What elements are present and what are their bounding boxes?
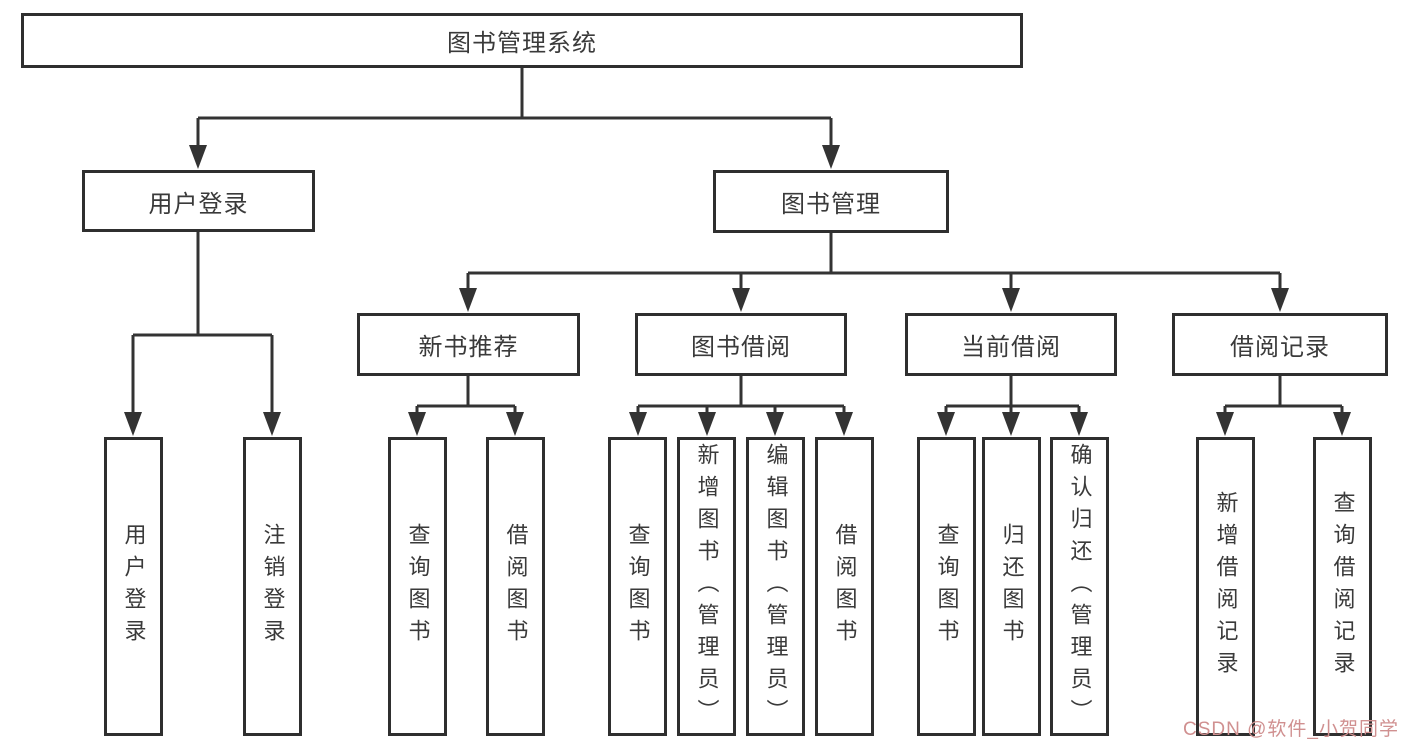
- leaf-current-confirm-return-admin-label: 确认归还（管理员）: [1067, 442, 1093, 731]
- leaf-current-return-books-label: 归还图书: [999, 522, 1025, 651]
- leaf-current-return-books: 归还图书: [982, 437, 1041, 736]
- leaf-recommend-query-books-label: 查询图书: [405, 522, 431, 651]
- node-borrowing-records-label: 借阅记录: [1230, 334, 1330, 361]
- node-user-login: 用户登录: [82, 170, 315, 232]
- node-root: 图书管理系统: [21, 13, 1023, 68]
- leaf-borrowing-borrow-books: 借阅图书: [815, 437, 874, 736]
- arrowheads: [124, 145, 1351, 436]
- leaf-recommend-borrow-books-label: 借阅图书: [503, 522, 529, 651]
- leaf-records-query-record: 查询借阅记录: [1313, 437, 1372, 736]
- node-root-label: 图书管理系统: [447, 30, 597, 57]
- node-book-management-label: 图书管理: [781, 191, 881, 218]
- node-current-borrowing: 当前借阅: [905, 313, 1117, 376]
- node-book-borrowing-label: 图书借阅: [691, 334, 791, 361]
- leaf-records-query-record-label: 查询借阅记录: [1330, 490, 1356, 683]
- leaf-user-login-label: 用户登录: [121, 522, 147, 651]
- leaf-borrowing-add-books-admin-label: 新增图书（管理员）: [694, 442, 720, 731]
- leaf-borrowing-edit-books-admin-label: 编辑图书（管理员）: [763, 442, 789, 731]
- leaf-borrowing-borrow-books-label: 借阅图书: [832, 522, 858, 651]
- leaf-current-query-books: 查询图书: [917, 437, 976, 736]
- node-borrowing-records: 借阅记录: [1172, 313, 1388, 376]
- leaf-recommend-borrow-books: 借阅图书: [486, 437, 545, 736]
- leaf-logout: 注销登录: [243, 437, 302, 736]
- leaf-recommend-query-books: 查询图书: [388, 437, 447, 736]
- leaf-user-login: 用户登录: [104, 437, 163, 736]
- leaf-records-add-record-label: 新增借阅记录: [1213, 490, 1239, 683]
- leaf-borrowing-edit-books-admin: 编辑图书（管理员）: [746, 437, 805, 736]
- leaf-borrowing-add-books-admin: 新增图书（管理员）: [677, 437, 736, 736]
- leaf-current-query-books-label: 查询图书: [934, 522, 960, 651]
- leaf-borrowing-query-books: 查询图书: [608, 437, 667, 736]
- node-new-book-recommend-label: 新书推荐: [418, 334, 519, 361]
- leaf-records-add-record: 新增借阅记录: [1196, 437, 1255, 736]
- node-current-borrowing-label: 当前借阅: [961, 334, 1061, 361]
- leaf-logout-label: 注销登录: [260, 522, 286, 651]
- leaf-current-confirm-return-admin: 确认归还（管理员）: [1050, 437, 1109, 736]
- node-user-login-label: 用户登录: [148, 190, 249, 218]
- leaf-borrowing-query-books-label: 查询图书: [625, 522, 651, 651]
- node-book-borrowing: 图书借阅: [635, 313, 847, 376]
- node-new-book-recommend: 新书推荐: [357, 313, 580, 376]
- node-book-management: 图书管理: [713, 170, 949, 233]
